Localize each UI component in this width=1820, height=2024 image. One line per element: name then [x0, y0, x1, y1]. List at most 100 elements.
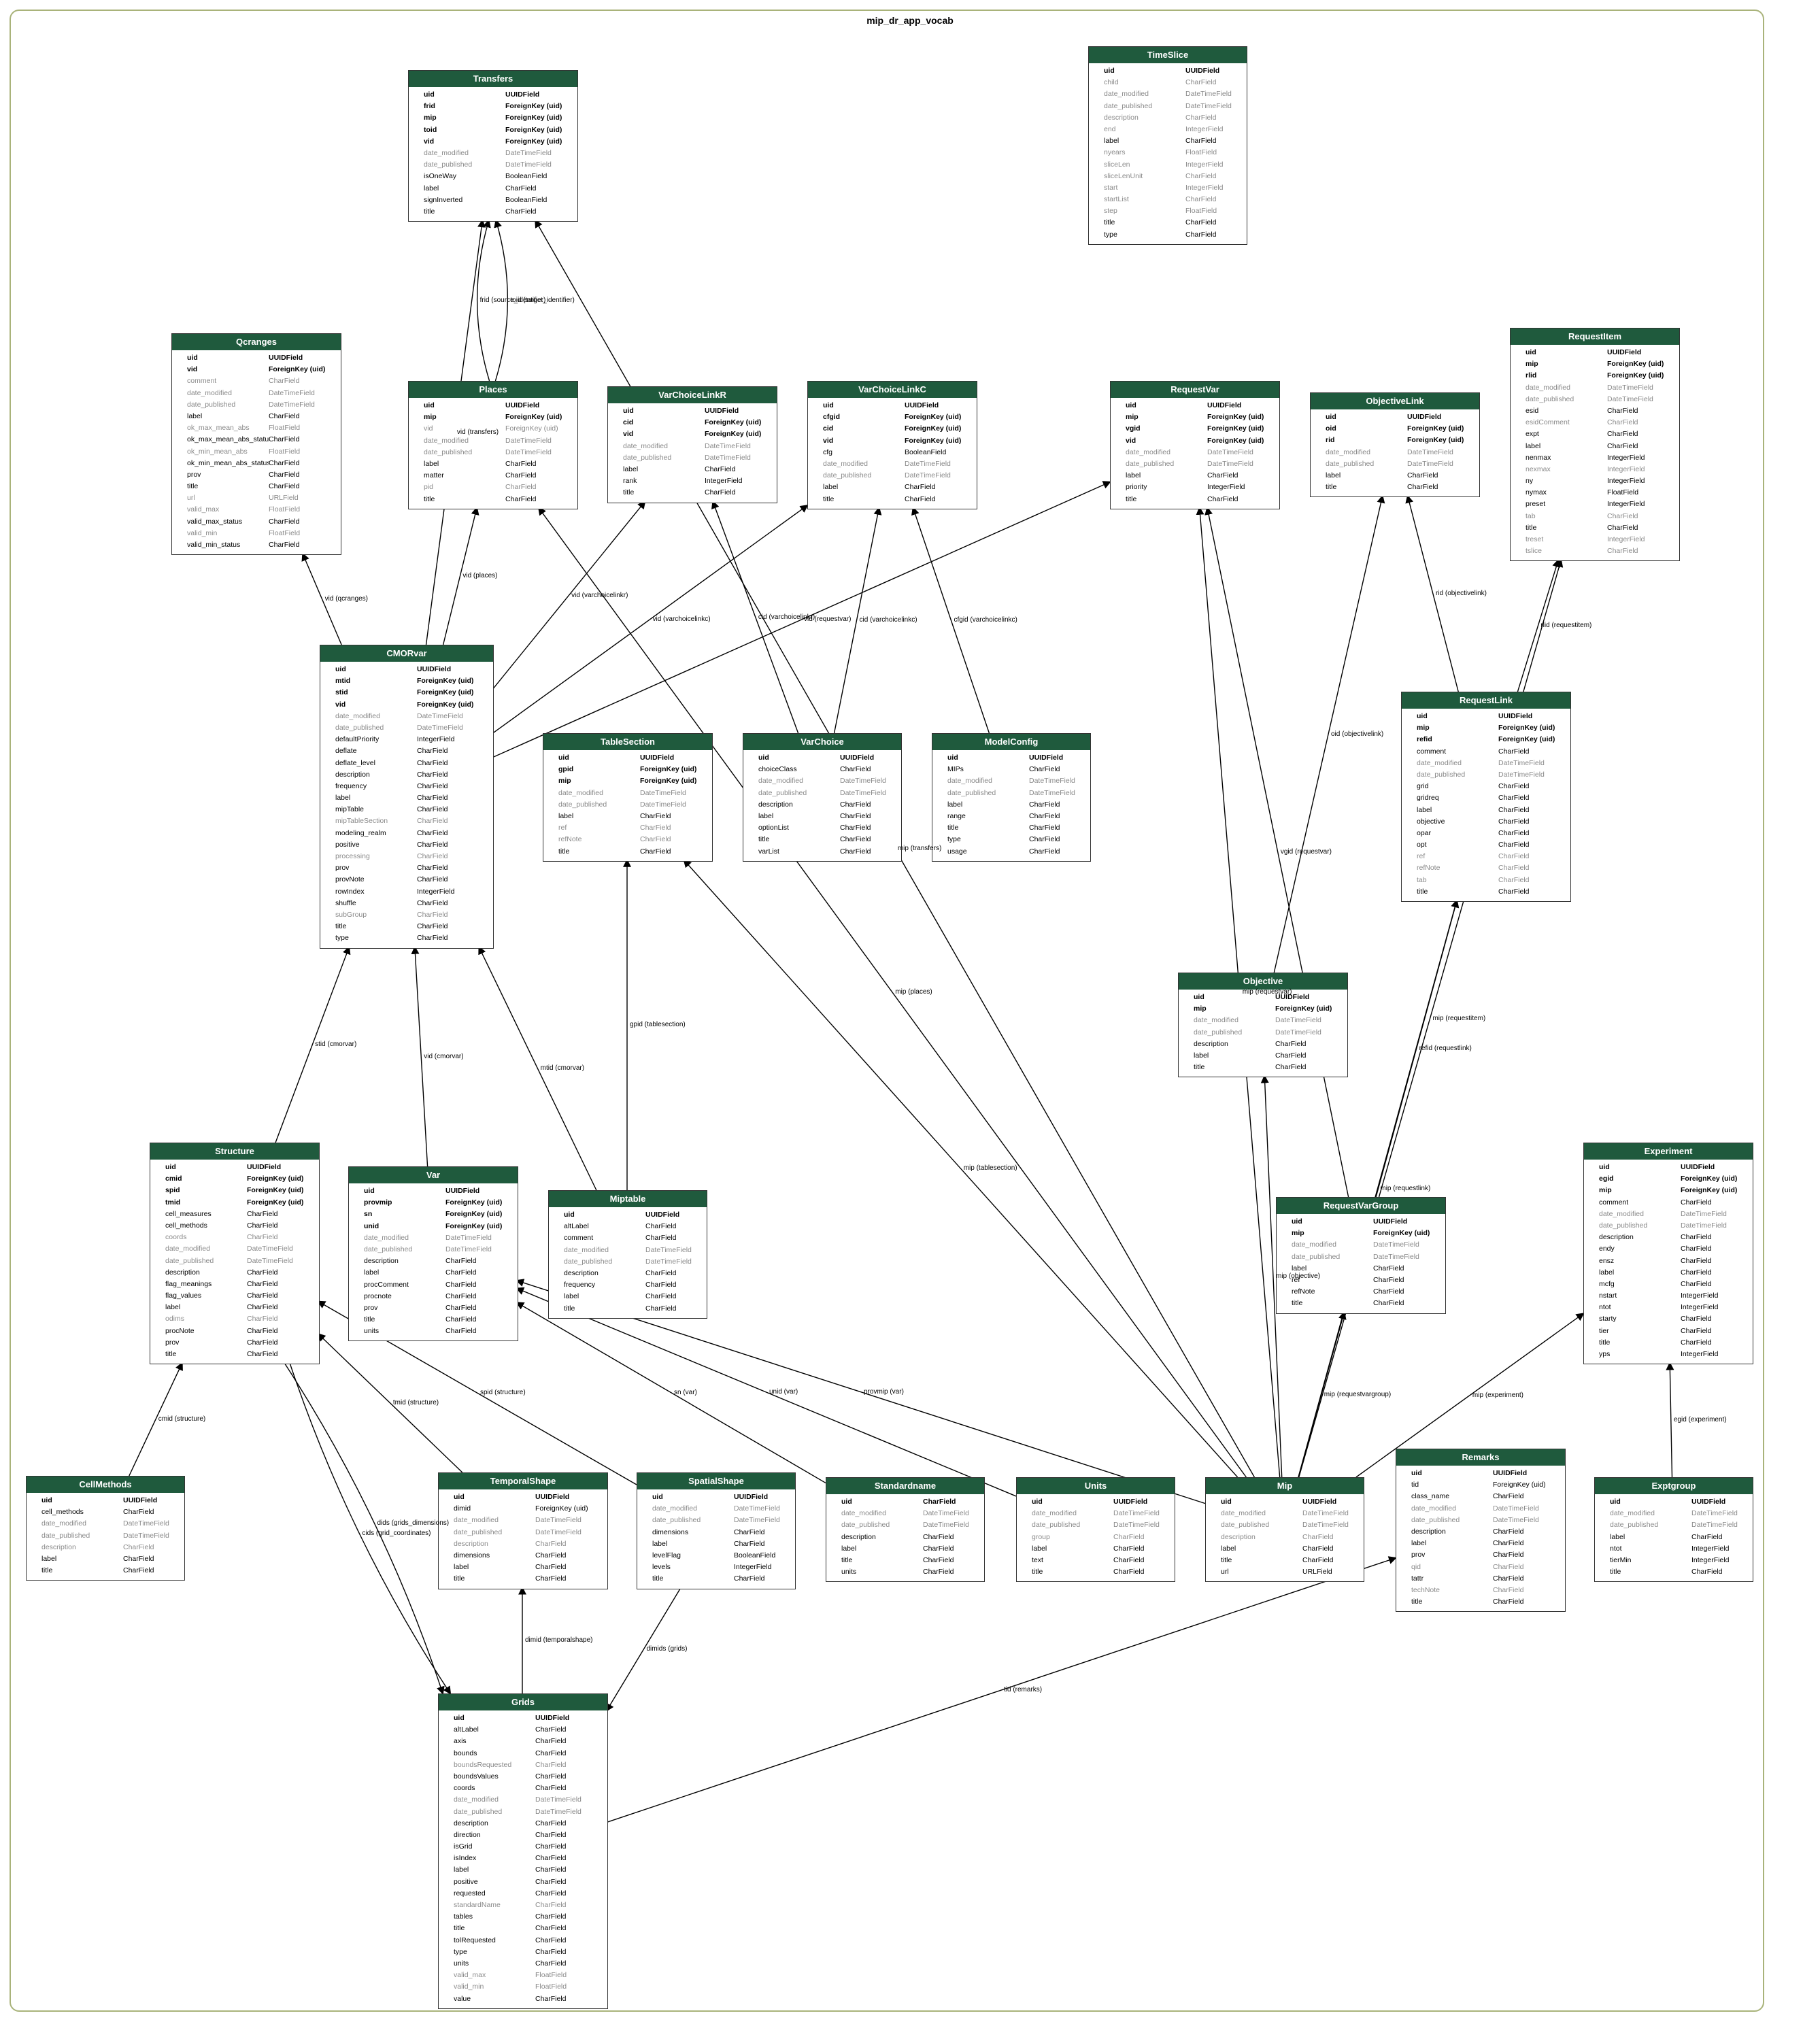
field-type: CharField — [535, 1749, 567, 1757]
field-type: DateTimeField — [1275, 1016, 1321, 1025]
field-type: ForeignKey (uid) — [905, 424, 962, 433]
field-type: UUIDField — [1029, 754, 1064, 762]
field-name: group — [1032, 1532, 1050, 1541]
model-title: RequestLink — [1402, 692, 1570, 709]
field-type: CharField — [1681, 1268, 1712, 1277]
field-name: mipTable — [335, 805, 365, 814]
edge-label: egid (experiment) — [1673, 1416, 1727, 1424]
field-name: title — [424, 207, 435, 216]
model-title: Objective — [1179, 973, 1347, 990]
field-name: title — [947, 824, 959, 832]
field-type: CharField — [535, 1889, 567, 1897]
field-type: CharField — [645, 1268, 677, 1277]
field-type: DateTimeField — [535, 1528, 582, 1536]
field-type: CharField — [247, 1233, 278, 1242]
field-name: date_modified — [1411, 1504, 1456, 1513]
field-row: MIPs CharField — [932, 764, 1090, 775]
field-name: varList — [758, 847, 779, 856]
relation-edge — [494, 219, 509, 382]
edge-label: oid (objectivelink) — [1331, 730, 1384, 738]
field-name: title — [1104, 218, 1115, 227]
field-name: title — [1411, 1598, 1423, 1606]
edge-label: vid (cmorvar) — [424, 1052, 464, 1060]
field-type: CharField — [1498, 805, 1530, 814]
field-name: MIPs — [947, 765, 964, 774]
field-type: CharField — [1113, 1544, 1145, 1553]
field-name: refNote — [1292, 1287, 1315, 1296]
field-type: CharField — [1207, 494, 1238, 503]
field-name: type — [454, 1947, 467, 1956]
field-type: CharField — [640, 824, 671, 832]
field-type: BooleanField — [734, 1551, 776, 1559]
field-type: CharField — [1029, 765, 1060, 774]
field-name: sliceLenUnit — [1104, 171, 1143, 180]
field-name: boundsValues — [454, 1772, 499, 1781]
field-name: date_published — [558, 800, 607, 809]
field-name: cell_measures — [165, 1209, 212, 1218]
field-name: standardName — [454, 1901, 501, 1909]
field-type: CharField — [1607, 430, 1638, 439]
field-name: date_published — [652, 1516, 701, 1525]
field-name: objective — [1417, 817, 1445, 826]
field-type: CharField — [1498, 875, 1530, 884]
field-name: esidComment — [1526, 418, 1570, 427]
relation-edge — [492, 505, 809, 735]
field-name: refNote — [1417, 864, 1440, 873]
relation-edge — [442, 506, 479, 645]
field-type: UUIDField — [734, 1493, 769, 1501]
field-type: DateTimeField — [1681, 1209, 1727, 1218]
field-name: ok_max_mean_abs — [187, 424, 250, 433]
field-name: frid — [424, 102, 435, 111]
field-name: deflate — [335, 747, 357, 756]
field-type: UUIDField — [505, 401, 540, 409]
field-name: spid — [165, 1186, 180, 1195]
relation-edge — [492, 481, 1111, 758]
field-type: DateTimeField — [1407, 448, 1453, 456]
field-type: CharField — [1275, 1051, 1307, 1060]
field-name: nenmax — [1526, 453, 1551, 462]
field-name: label — [1411, 1539, 1427, 1548]
field-type: DateTimeField — [1493, 1504, 1539, 1513]
relation-edge — [1260, 1075, 1283, 1478]
model-title: Units — [1017, 1478, 1175, 1494]
field-type: CharField — [505, 184, 537, 192]
field-name: title — [841, 1555, 853, 1564]
field-name: title — [1292, 1299, 1303, 1308]
field-type: CharField — [123, 1566, 154, 1575]
field-name: label — [564, 1292, 579, 1301]
field-name: title — [335, 922, 347, 931]
field-name: ensz — [1599, 1256, 1615, 1265]
